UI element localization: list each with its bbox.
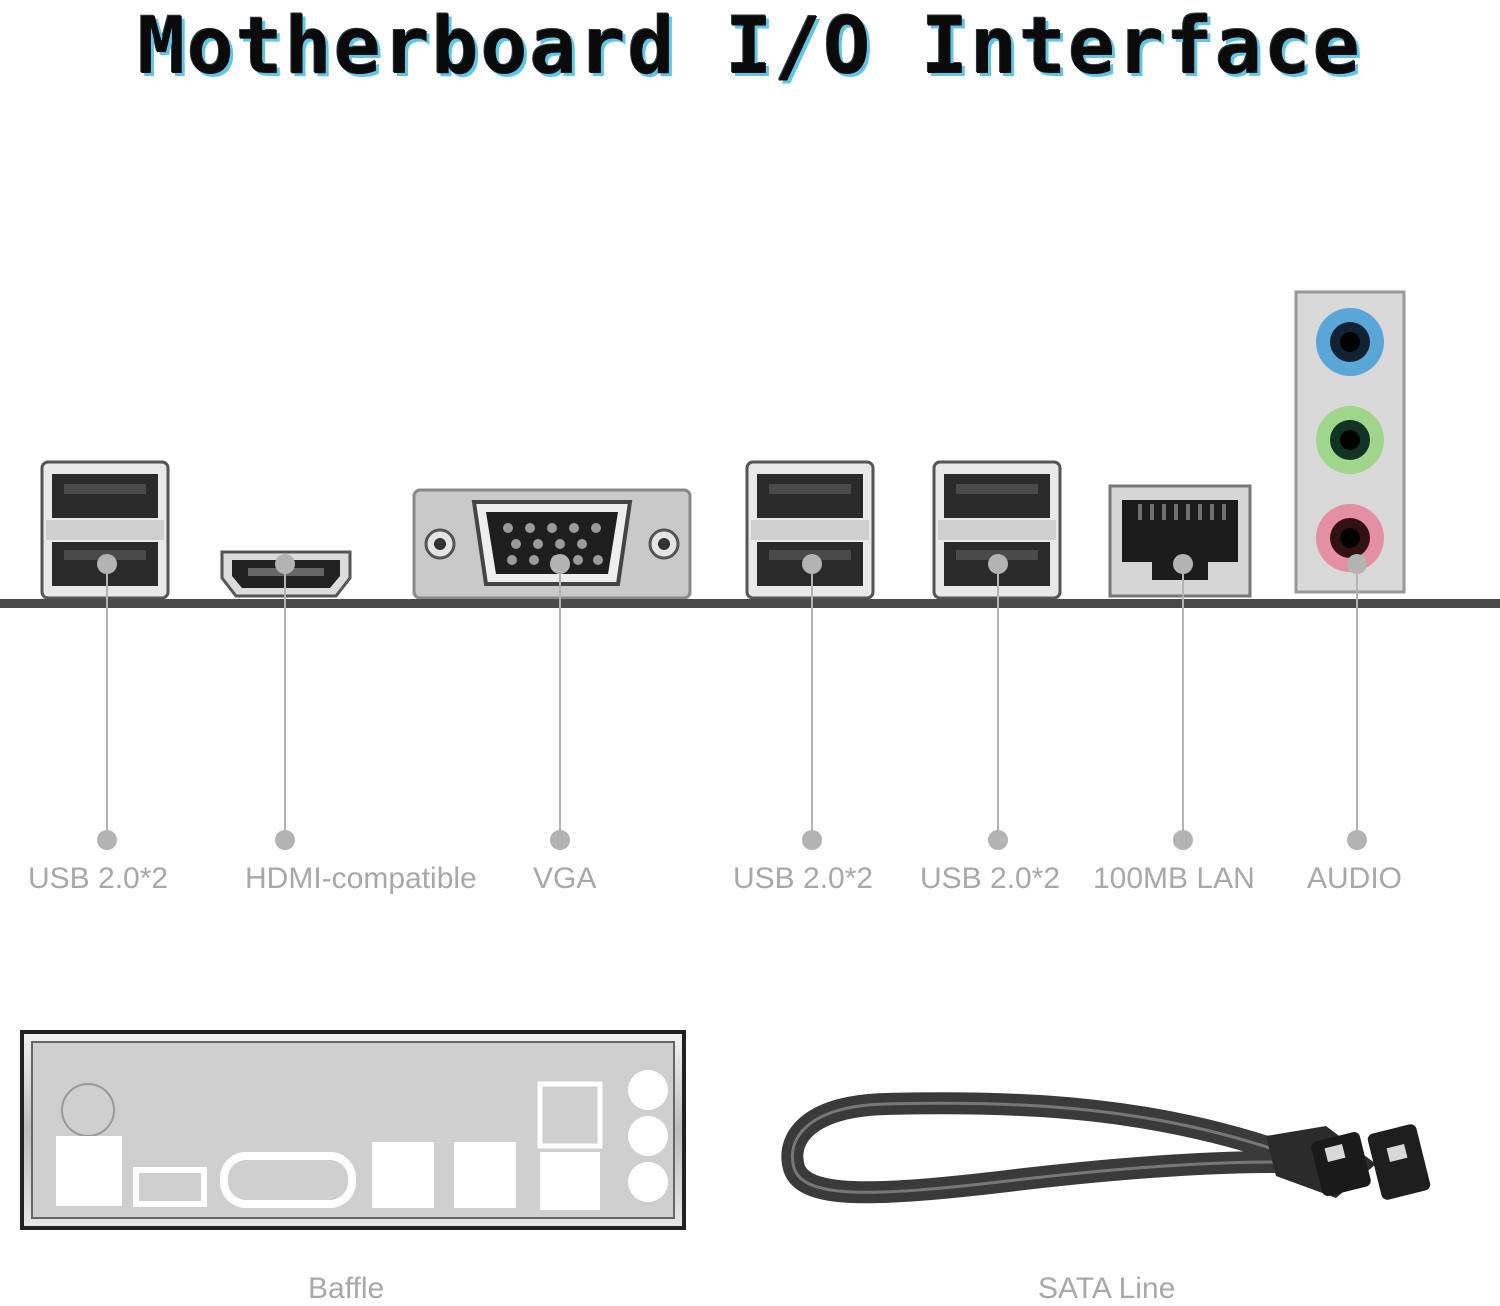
audio-jacks-icon [1294, 290, 1406, 594]
label-marker-dot [988, 830, 1008, 850]
sata-cable-icon [781, 1092, 1431, 1204]
label-marker-dot [550, 830, 570, 850]
leader-line [106, 564, 108, 840]
caption-baffle: Baffle [308, 1272, 385, 1305]
leader-line [1182, 564, 1184, 840]
usb-dual-port-icon [745, 460, 875, 600]
leader-line [559, 564, 561, 840]
label-marker-dot [1173, 830, 1193, 850]
port-label-hdmi: HDMI-compatible [245, 862, 477, 895]
audio-ports [1294, 290, 1406, 598]
usb-dual-port-icon [40, 460, 170, 600]
label-marker-dot [1347, 830, 1367, 850]
leader-line [284, 564, 286, 840]
port-label-lan: 100MB LAN [1093, 862, 1255, 895]
io-shield-icon [20, 1030, 686, 1230]
page-title: Motherboard I/O Interface [138, 2, 1362, 92]
leader-line [1356, 564, 1358, 840]
port-label-audio: AUDIO [1307, 862, 1403, 895]
leader-line [811, 564, 813, 840]
port-label-usb-3: USB 2.0*2 [920, 862, 1061, 895]
label-marker-dot [97, 830, 117, 850]
port-label-usb-2: USB 2.0*2 [733, 862, 874, 895]
lan-port [1108, 484, 1252, 598]
port-label-usb-1: USB 2.0*2 [28, 862, 169, 895]
port-label-vga: VGA [533, 862, 597, 895]
sata-cable [776, 1080, 1448, 1232]
vga-port-icon [412, 488, 692, 600]
caption-sata-line: SATA Line [1038, 1272, 1176, 1305]
rj45-lan-port-icon [1108, 484, 1252, 598]
io-shield [20, 1024, 686, 1234]
usb-port-group-2 [745, 460, 875, 600]
leader-line [997, 564, 999, 840]
label-marker-dot [275, 830, 295, 850]
usb-port-group-1 [40, 460, 170, 600]
label-marker-dot [802, 830, 822, 850]
motherboard-edge-line [0, 599, 1500, 608]
vga-port [412, 488, 692, 600]
